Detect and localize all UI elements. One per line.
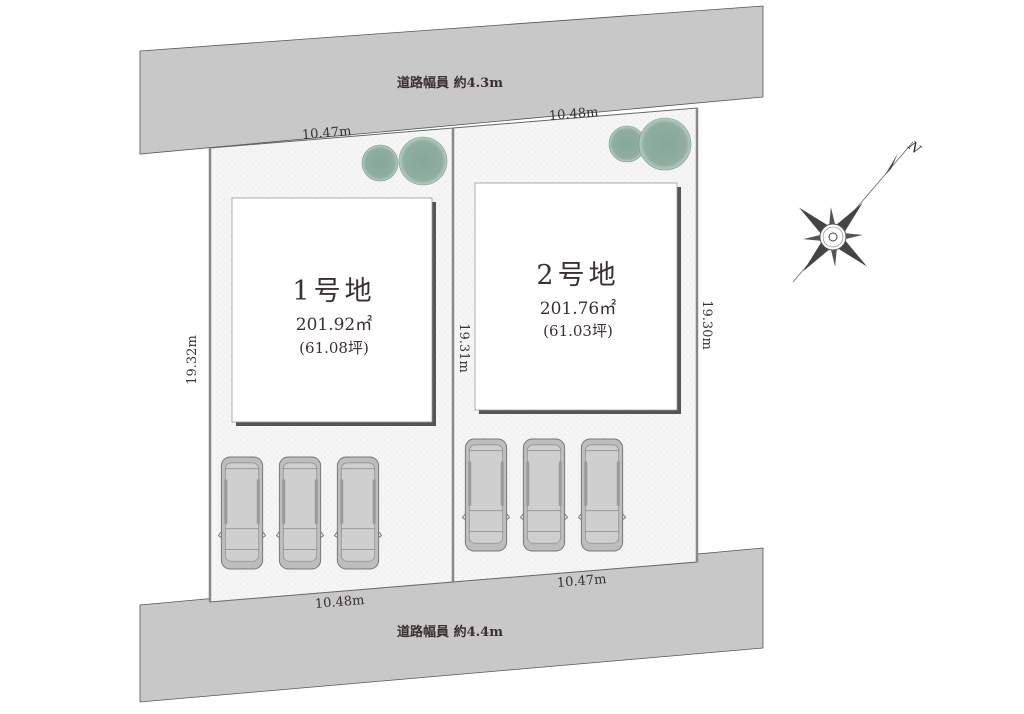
- trees-lot-2: [608, 117, 692, 171]
- lot-1-side-dimension: 19.32m: [185, 335, 200, 385]
- north-label: N: [904, 138, 924, 158]
- tree-icon: [398, 136, 448, 186]
- tree-icon: [361, 144, 399, 182]
- north-compass-icon: N: [792, 138, 924, 283]
- north-road: [139, 5, 764, 155]
- building-1-footprint[interactable]: [231, 197, 433, 423]
- lot-1-front-dimension: 10.47m: [301, 124, 352, 143]
- lot-2-left-side-dimension: 19.31m: [456, 323, 471, 373]
- south-road-width-label: 道路幅員 約4.4m: [397, 624, 503, 640]
- parking-car-icon: [218, 456, 266, 570]
- lot-1-tsubo: (61.08坪): [299, 339, 369, 357]
- lot-1-area: 201.92㎡: [296, 315, 372, 335]
- parking-car-icon: [334, 456, 382, 570]
- tree-icon: [638, 117, 692, 171]
- trees-lot-1: [361, 136, 448, 186]
- lot-2-front-dimension: 10.48m: [548, 105, 599, 124]
- lot-2-tsubo: (61.03坪): [543, 322, 613, 340]
- parking-car-icon: [276, 456, 324, 570]
- lot-2-right-side-dimension: 19.30m: [699, 300, 714, 350]
- building-2-footprint[interactable]: [474, 182, 678, 411]
- north-road-width-label: 道路幅員 約4.3m: [397, 75, 503, 91]
- lot-1-name: 1号地: [292, 276, 375, 307]
- lot-2-area: 201.76㎡: [540, 299, 616, 319]
- parking-car-icon: [462, 438, 510, 552]
- parking-car-icon: [578, 438, 626, 552]
- lot-2-back-dimension: 10.47m: [556, 572, 607, 591]
- parking-car-icon: [520, 438, 568, 552]
- lot-2-name: 2号地: [536, 260, 619, 291]
- lot-1-back-dimension: 10.48m: [314, 593, 365, 612]
